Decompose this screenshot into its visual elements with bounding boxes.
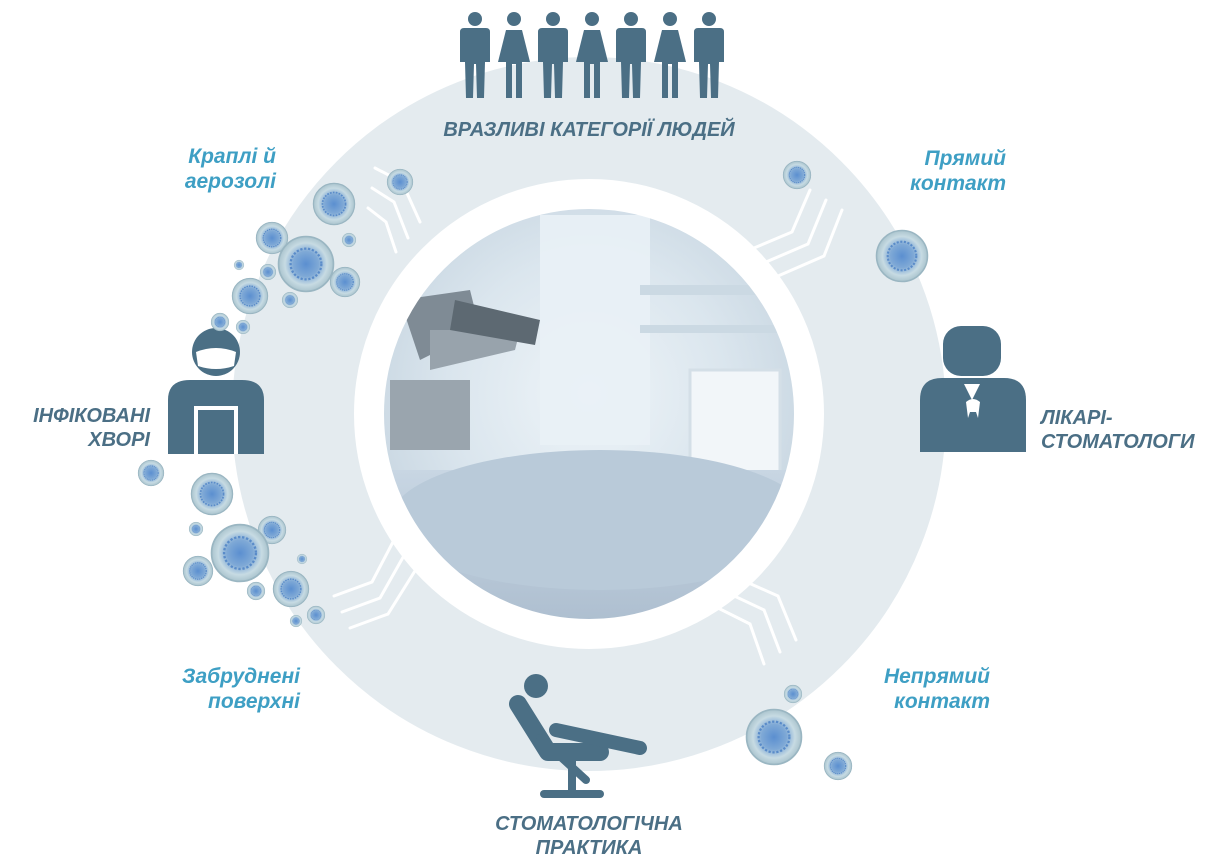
virus-particle-icon [210,312,230,332]
virus-particle-icon [190,472,234,516]
label-dental-practice: СТОМАТОЛОГІЧНА ПРАКТИКА [495,813,683,859]
dental-office-photo [383,208,795,620]
virus-particle-icon [231,277,269,315]
virus-particle-icon [235,319,251,335]
man-icon [694,12,724,98]
virus-particle-icon [744,707,804,767]
label-dentists: ЛІКАРІ- СТОМАТОЛОГИ [1041,407,1195,453]
label-droplets-aerosols: Краплі й аерозолі [184,145,276,194]
virus-particle-icon [281,291,299,309]
group-of-people-icon [460,12,724,98]
virus-particle-icon [182,555,214,587]
virus-particle-icon [329,266,361,298]
masked-patient-icon [168,328,264,454]
chevron-bottom-right [716,578,798,666]
label-indirect-contact: Непрямий контакт [883,665,990,714]
man-icon [460,12,490,98]
virus-particle-icon [259,263,277,281]
virus-particle-icon [823,751,853,781]
woman-icon [498,12,530,98]
virus-particle-icon [233,259,245,271]
chevron-bottom-left [332,538,420,630]
label-direct-contact: Прямий контакт [910,147,1006,196]
dental-chair-icon [509,674,647,798]
virus-particle-icon [341,232,357,248]
label-contaminated-surfaces: Забруднені поверхні [181,665,300,714]
virus-particle-icon [137,459,165,487]
virus-particle-icon [188,521,204,537]
woman-icon [576,12,608,98]
virus-particle-icon [276,234,336,294]
virus-particle-icon [272,570,310,608]
label-infected-patients: ІНФІКОВАНІ ХВОРІ [33,405,150,451]
outer-ring [232,57,946,771]
dentist-icon [920,326,1026,452]
virus-particle-icon [296,553,308,565]
man-icon [616,12,646,98]
man-icon [538,12,568,98]
chevron-top-right [752,188,844,278]
label-vulnerable-people: ВРАЗЛИВІ КАТЕГОРІЇ ЛЮДЕЙ [443,119,735,141]
virus-particle-icon [246,581,266,601]
woman-icon [654,12,686,98]
virus-particle-icon [289,614,303,628]
virus-particle-icon [306,605,326,625]
virus-particle-icon [874,228,930,284]
virus-particle-icon [209,522,271,584]
